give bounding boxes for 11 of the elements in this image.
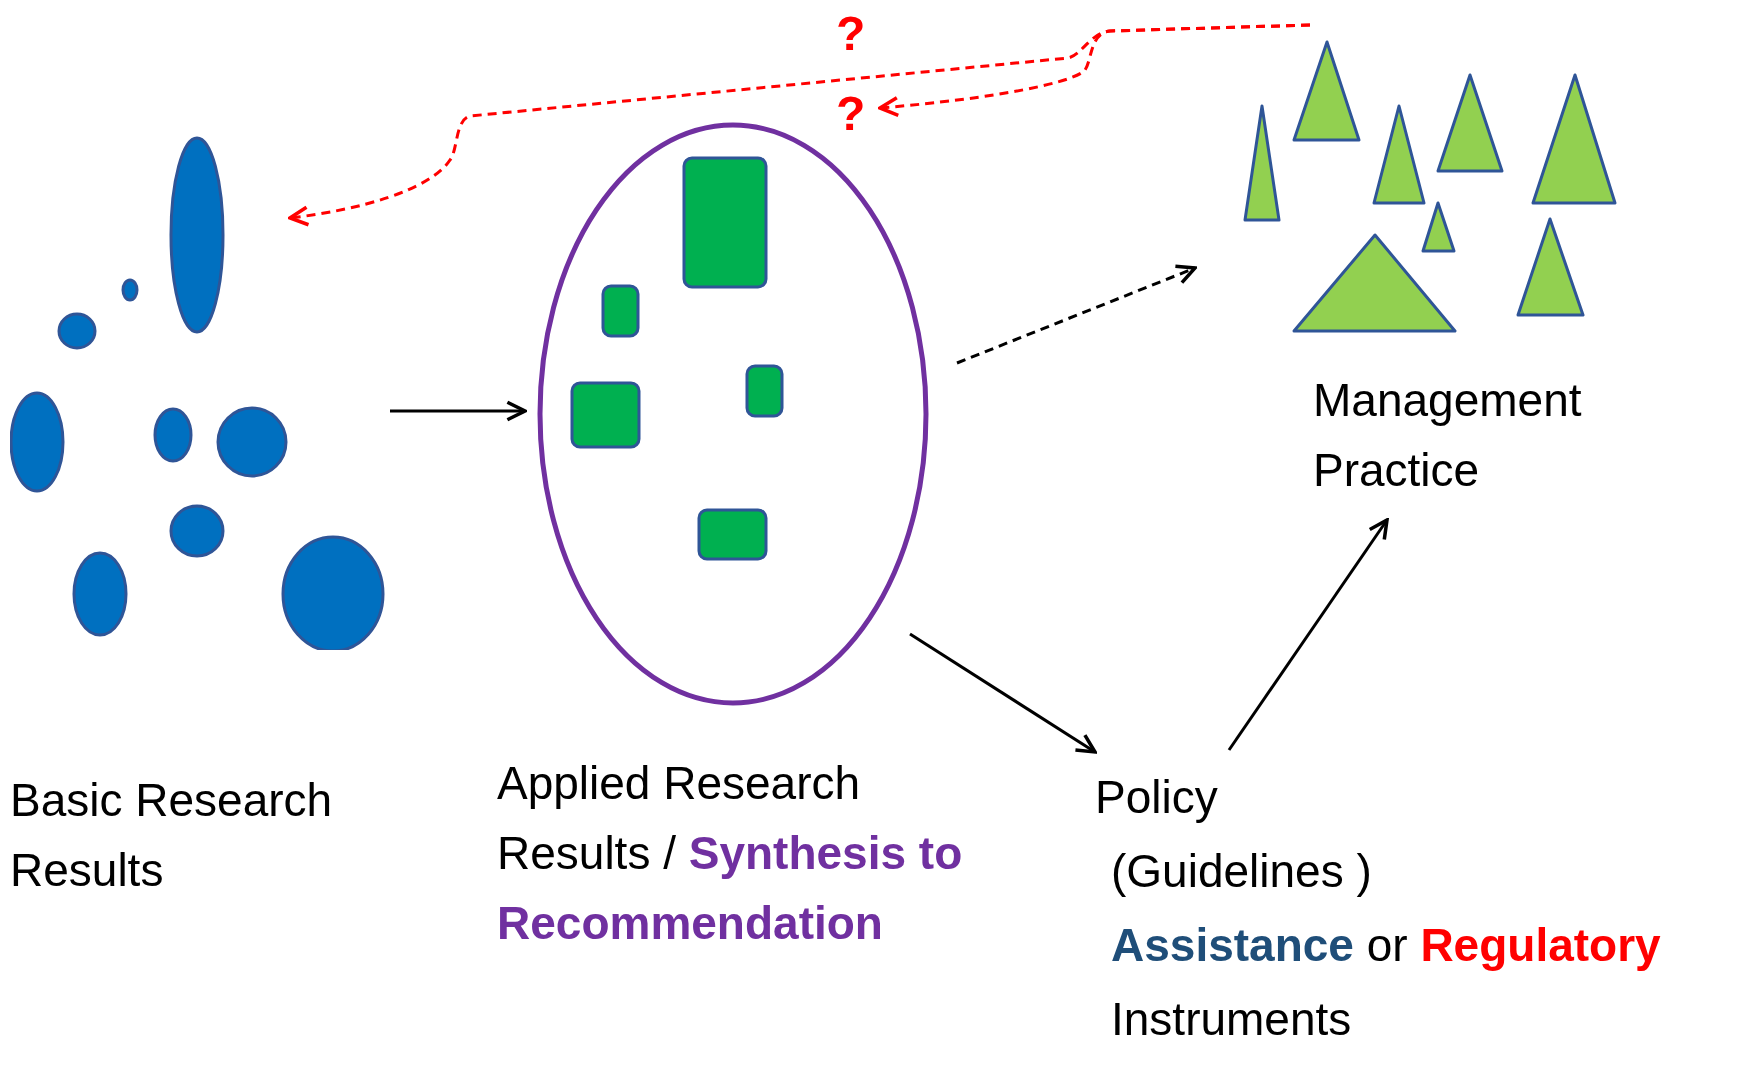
node-label: Applied Research Results / Synthesis to Recommendation (497, 756, 964, 951)
arrow (1227, 518, 1389, 751)
node-label: Basic Research Results (10, 773, 334, 898)
arrow (909, 632, 1097, 754)
node-heading: Policy (1095, 770, 1219, 825)
node-text: (Guidelines ) (1110, 844, 1373, 899)
dashed-arrow (878, 23, 1311, 117)
dashed-arrow (956, 264, 1197, 365)
node-text: Assistance or Regulatory Instruments (1110, 918, 1662, 1047)
node-label: Management Practice (1313, 373, 1583, 498)
arrow (390, 400, 527, 422)
